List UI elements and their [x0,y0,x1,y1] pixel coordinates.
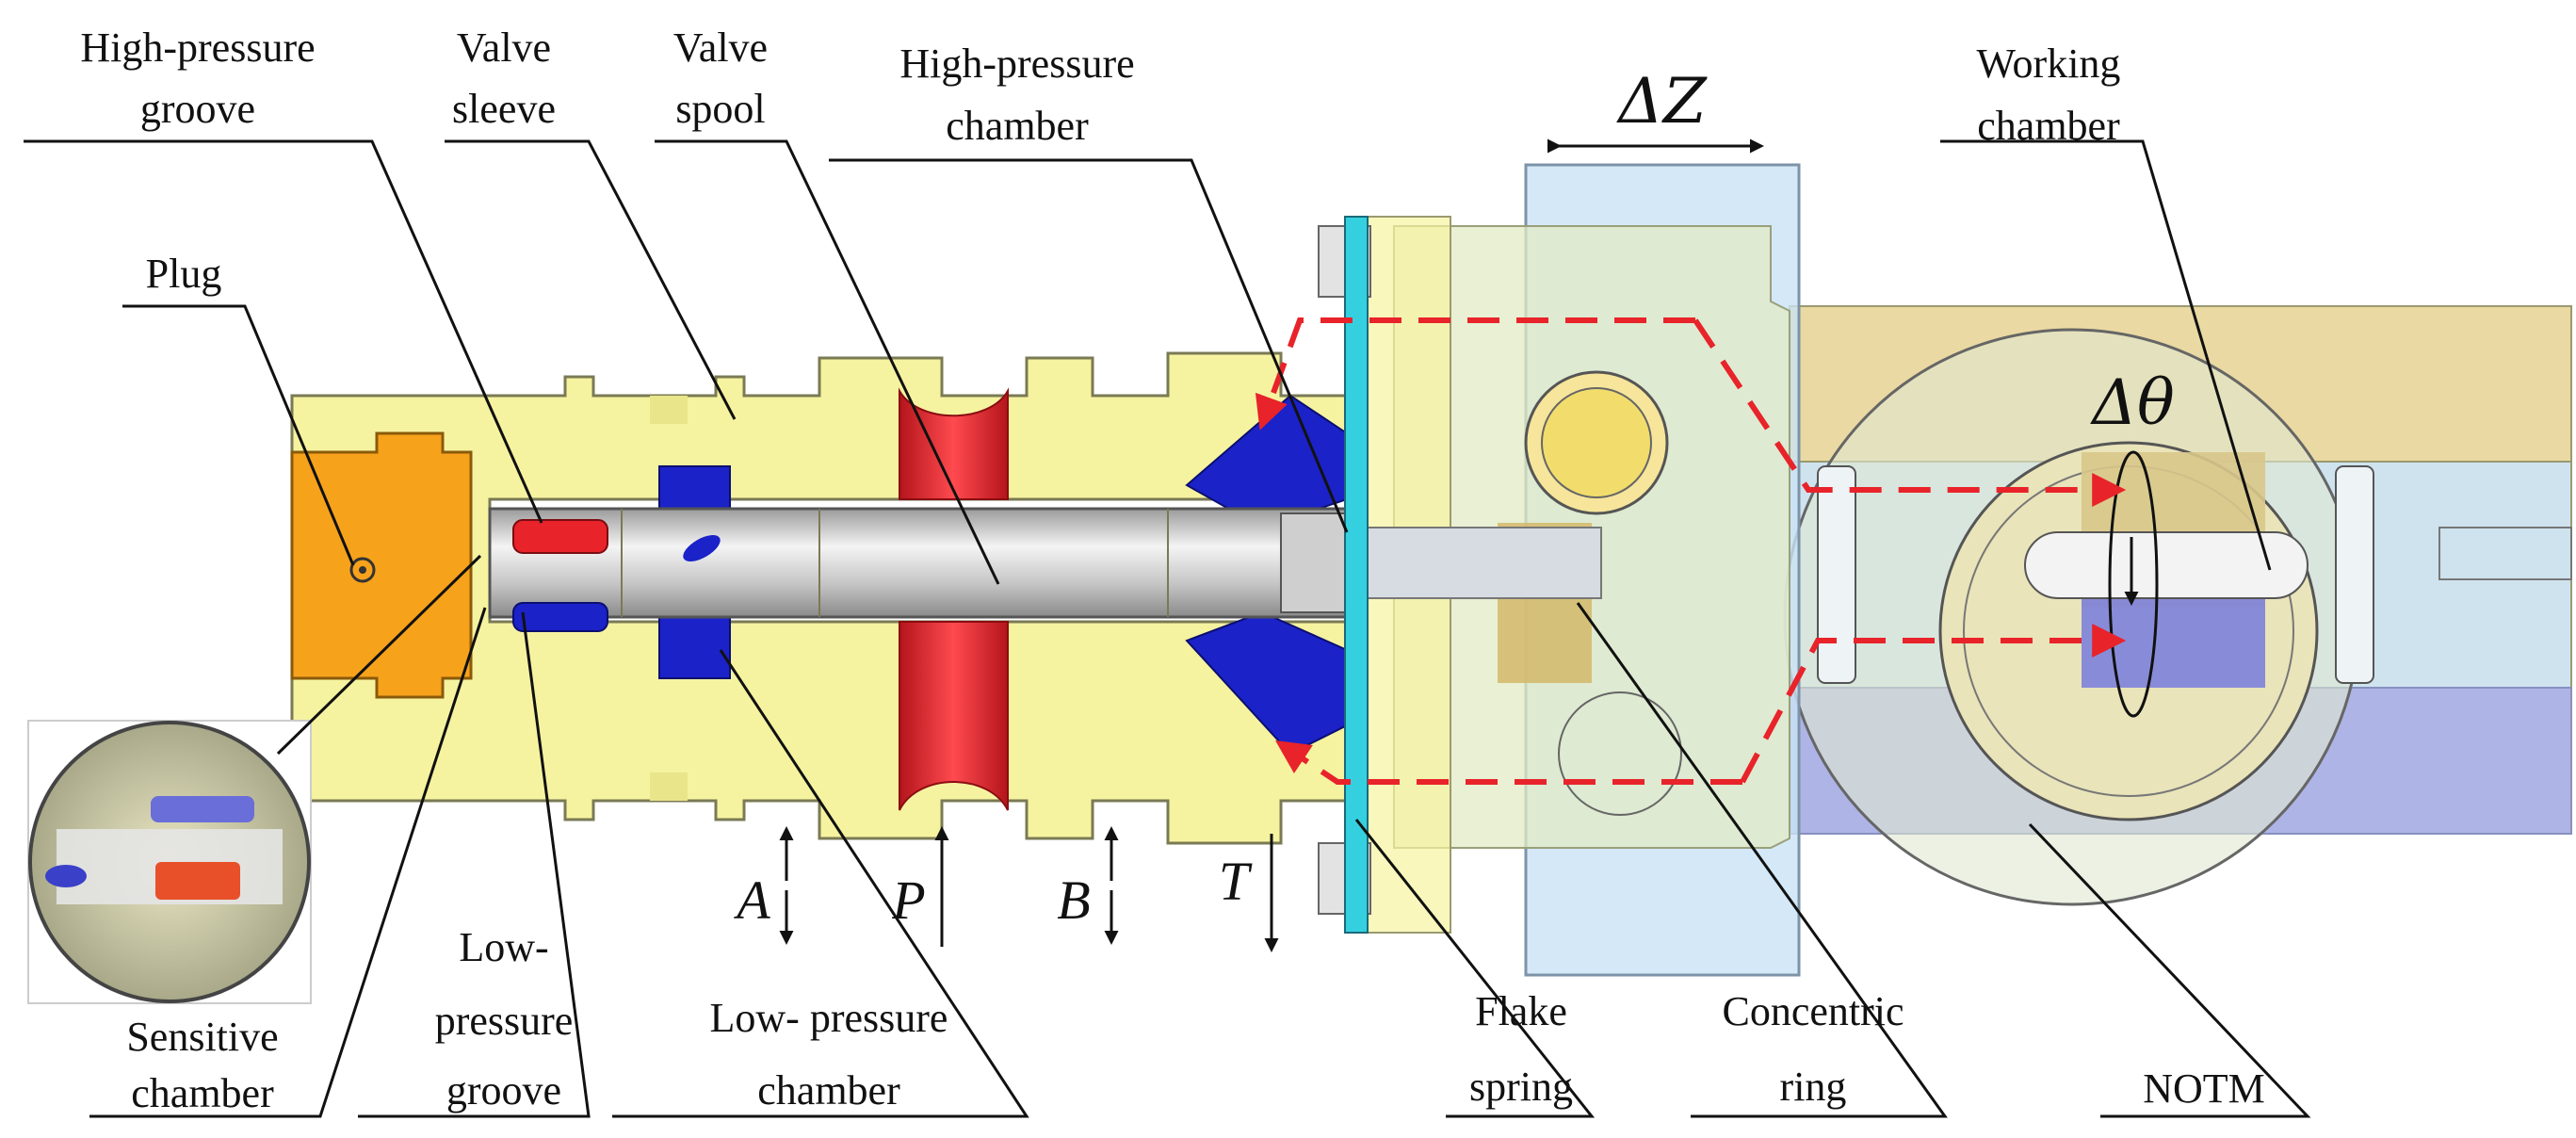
label-notm: NOTM [2143,1065,2265,1112]
leader-low-pressure-chamber [612,649,1029,1118]
leader-low-pressure-groove [358,611,591,1118]
leader-valve-spool [655,139,1000,585]
transparent-housing [1318,163,1801,977]
flow-arrow-upper-return [1255,317,1695,431]
low-pressure-chamber-parts [658,394,1348,756]
label-high-pressure-chamber-1: High-pressure [899,41,1134,87]
inset-blue-oval [45,865,87,887]
port-b-label: B [1057,870,1090,931]
flow-arrows [1255,317,2127,785]
sensitive-chamber-inset [27,720,312,1004]
port-a-label: A [733,870,770,931]
label-delta-z: ΔZ [1615,65,1708,138]
high-pressure-groove-mark [512,519,608,554]
label-working-chamber-1: Working [1977,41,2121,87]
inset-blue-mark [151,796,254,822]
pressure-channel-p [899,387,1009,811]
notm-shaft-end [2438,527,2572,580]
leader-high-pressure-groove [24,139,543,524]
label-flake-spring-1: Flake [1475,988,1567,1034]
transmission-rod [1355,527,1602,599]
label-flake-spring-2: spring [1469,1064,1573,1110]
port-labels: A P B T [733,826,1279,952]
label-valve-spool-2: spool [675,86,765,132]
working-chamber-slot [2024,531,2309,599]
label-concentric-ring-2: ring [1780,1064,1847,1110]
valve-sleeve [290,351,1349,845]
valve-sleeve-body [290,351,1349,845]
leader-plug [122,304,355,566]
label-delta-theta: Δθ [2089,366,2174,439]
port-p-label: P [891,870,925,931]
leader-valve-sleeve [445,139,737,420]
pressure-channel-bottom [899,621,1009,811]
label-low-pressure-groove-3: groove [446,1067,561,1114]
label-low-pressure-groove-2: pressure [435,998,574,1044]
valve-spool-body [488,507,1368,619]
flow-arrow-upper-forward [1693,318,2127,507]
housing-port-bottom [1558,691,1682,816]
label-low-pressure-chamber-2: chamber [757,1067,900,1114]
label-high-pressure-groove-1: High-pressure [80,24,315,71]
label-valve-sleeve-2: sleeve [452,86,556,132]
sleeve-groove-1 [650,396,688,424]
notm-left-window [1817,465,1856,684]
leader-working-chamber [1940,139,2272,571]
label-low-pressure-chamber-1: Low- pressure [710,995,948,1041]
label-high-pressure-chamber-2: chamber [946,103,1089,149]
spool-end-thread [1280,512,1348,613]
leader-sensitive-chamber-low [89,607,487,1118]
low-pressure-groove-mark [512,602,608,632]
label-sensitive-chamber-1: Sensitive [126,1014,278,1060]
label-concentric-ring-1: Concentric [1722,988,1904,1034]
spool-blue-port [683,535,721,561]
labels: High-pressure groove Valve sleeve Valve … [80,24,2264,1116]
plug-center-dot [359,566,366,574]
plug-body [290,431,473,699]
leader-flake-spring [1354,819,1596,1118]
label-valve-spool-1: Valve [673,24,768,71]
flow-arrow-lower-forward [1740,624,2127,784]
sleeve-groove-2 [650,772,688,801]
valve-spool-assembly [488,507,1368,632]
plug-center-mark [349,557,376,583]
flow-arrow-lower-return [1275,740,1742,785]
port-t-label: T [1219,851,1253,912]
label-valve-sleeve-1: Valve [457,24,551,71]
leader-sensitive-chamber [276,554,482,756]
label-sensitive-chamber-2: chamber [131,1070,274,1116]
low-pressure-chamber-bottom [658,616,731,679]
label-plug: Plug [146,251,222,297]
label-high-pressure-groove-2: groove [140,86,255,132]
leader-high-pressure-chamber [829,158,1349,533]
label-low-pressure-groove-1: Low- [459,924,548,970]
rotation-ellipse [2108,450,2159,718]
notm-assembly [1783,305,2572,906]
leader-concentric-ring [1576,602,1948,1118]
leader-lines [24,139,2311,1118]
housing-port-top-inner [1541,387,1652,498]
notm-right-window [2335,465,2374,684]
inset-red-mark [155,862,240,900]
label-working-chamber-2: chamber [1977,103,2120,149]
leader-notm [2028,822,2311,1118]
flake-spring-plate [1344,216,1369,934]
plug-part [290,431,473,699]
